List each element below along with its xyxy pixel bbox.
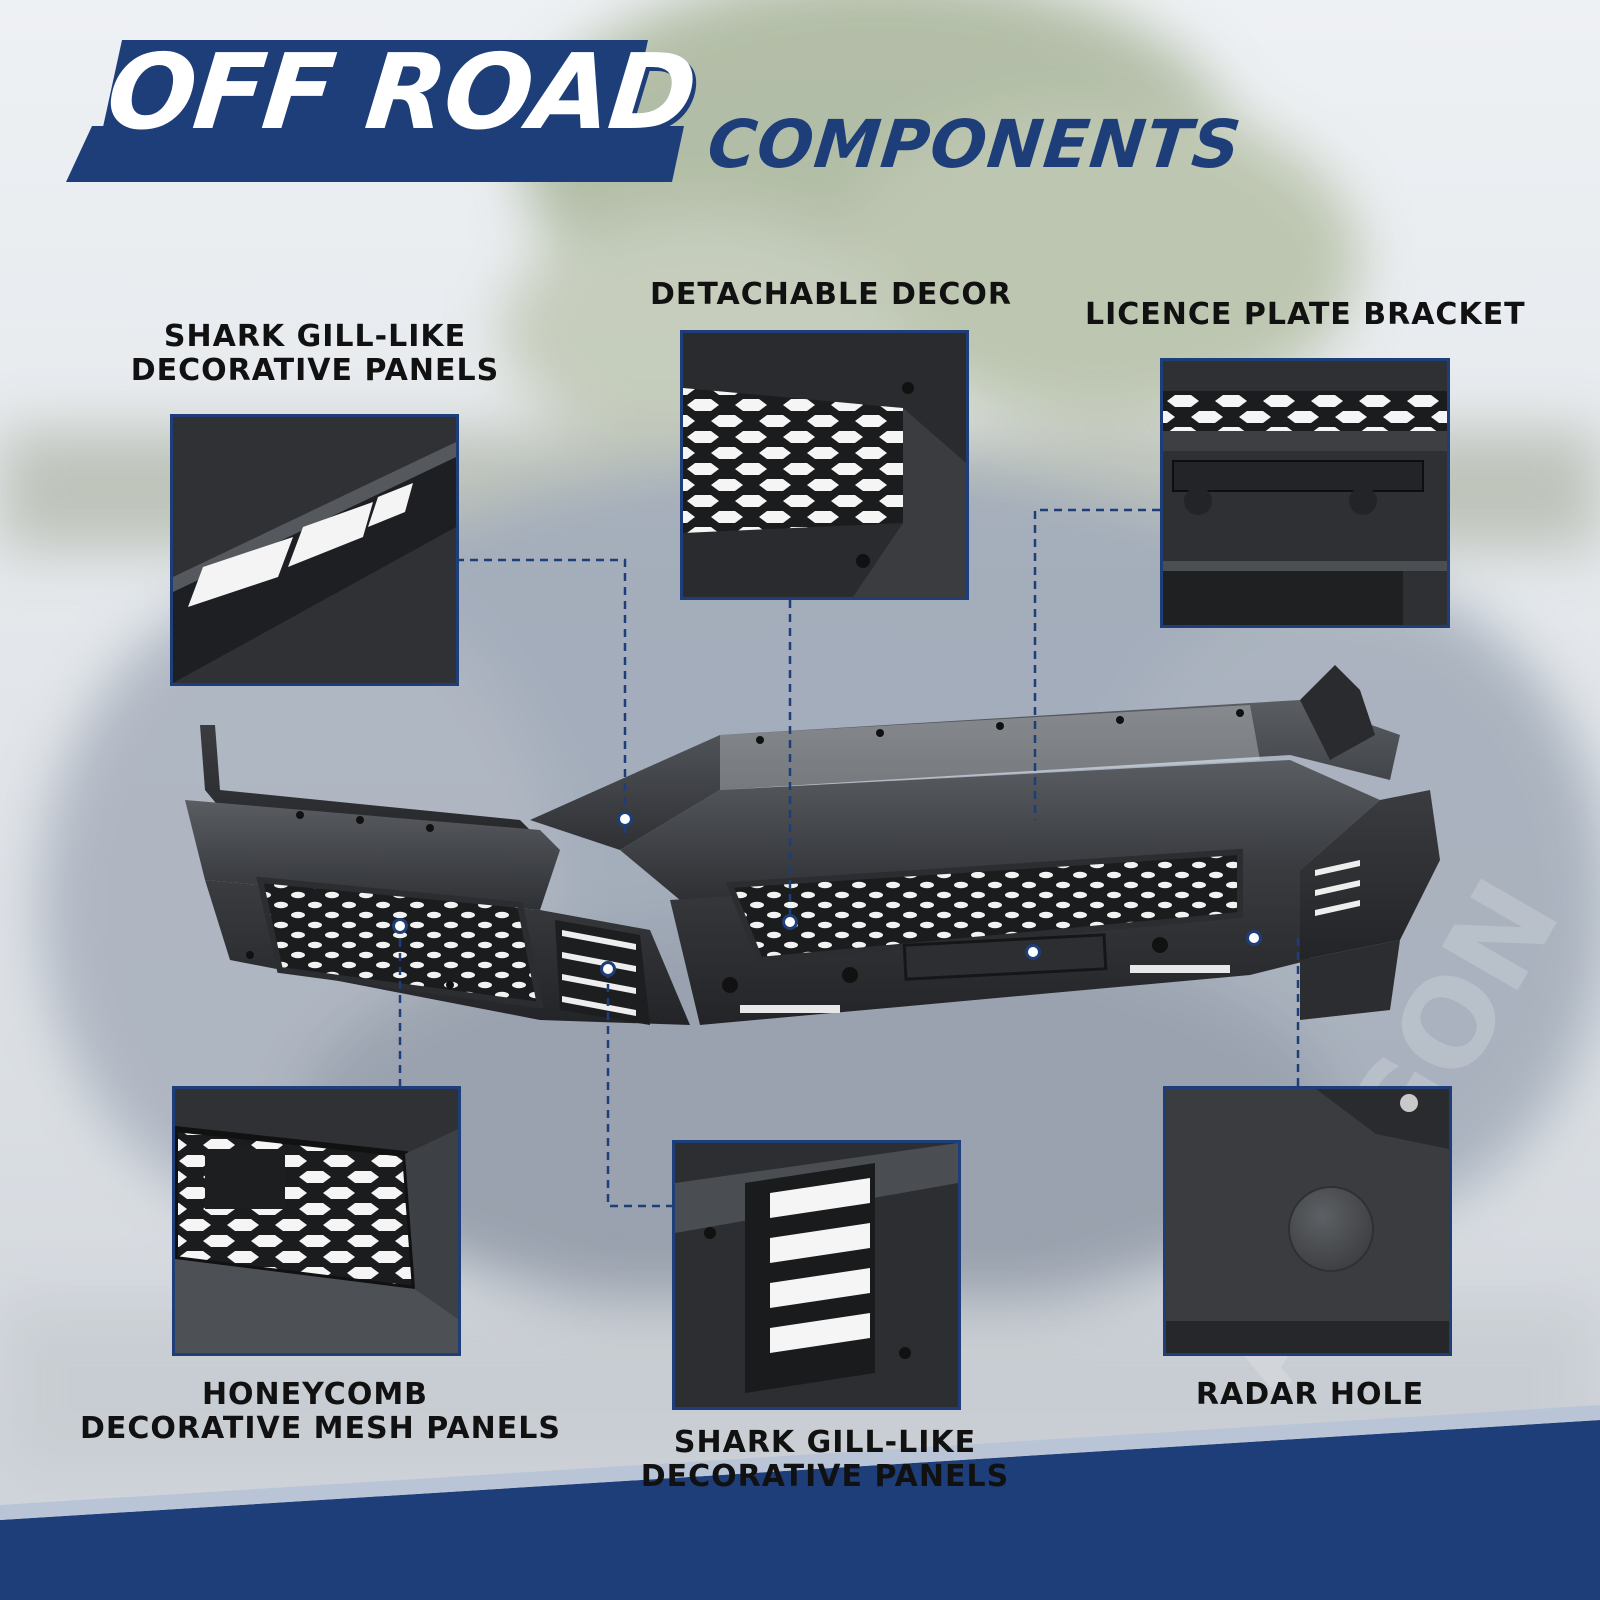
callout-label-honeycomb: HONEYCOMB DECORATIVE MESH PANELS	[80, 1377, 561, 1446]
marker-dot-detachable-decor	[782, 914, 798, 930]
callout-line1: SHARK GILL-LIKE	[163, 319, 467, 354]
detail-panel-shark-gill-top	[170, 414, 459, 686]
detail-panel-honeycomb	[172, 1086, 461, 1356]
marker-dot-licence-plate	[1025, 944, 1041, 960]
detail-panel-radar-hole	[1163, 1086, 1452, 1356]
callout-line1: SHARK GILL-LIKE	[673, 1425, 977, 1460]
detail-panel-detachable-decor	[680, 330, 969, 600]
callout-label-detachable-decor: DETACHABLE DECOR	[650, 277, 1013, 312]
callout-line1: DETACHABLE DECOR	[650, 277, 1013, 312]
marker-dot-shark-gill-top	[617, 811, 633, 827]
callout-label-radar-hole: RADAR HOLE	[1160, 1378, 1460, 1412]
callout-label-shark-gill-top: SHARK GILL-LIKE DECORATIVE PANELS	[130, 320, 500, 388]
header-banner	[66, 40, 684, 182]
marker-dot-shark-gill-bottom	[600, 961, 616, 977]
detail-panel-licence-plate	[1160, 358, 1450, 628]
callout-line1: LICENCE PLATE BRACKET	[1085, 297, 1526, 332]
callout-label-shark-gill-bottom: SHARK GILL-LIKE DECORATIVE PANELS	[630, 1426, 1020, 1494]
callout-line2: DECORATIVE MESH PANELS	[80, 1411, 561, 1446]
callout-line2: DECORATIVE PANELS	[640, 1459, 1010, 1494]
callout-line1: HONEYCOMB	[201, 1377, 429, 1412]
detail-panel-shark-gill-bottom	[672, 1140, 961, 1410]
callout-line2: DECORATIVE PANELS	[130, 353, 500, 388]
marker-dot-radar-hole	[1246, 930, 1262, 946]
callout-label-licence-plate: LICENCE PLATE BRACKET	[1085, 298, 1525, 332]
marker-dot-honeycomb	[392, 918, 408, 934]
callout-line1: RADAR HOLE	[1195, 1377, 1425, 1412]
